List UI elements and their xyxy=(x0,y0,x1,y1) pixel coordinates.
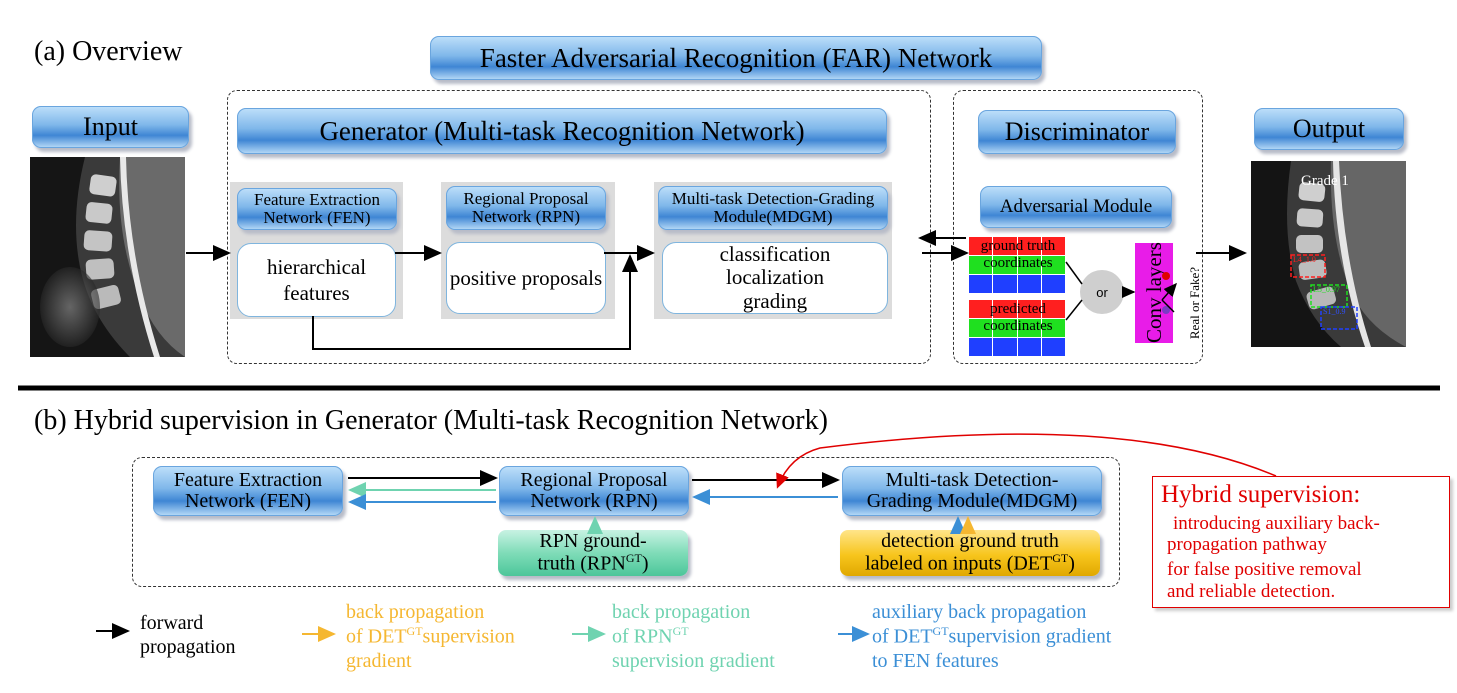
hybrid-fen-box: Feature Extraction Network (FEN) xyxy=(153,466,343,516)
fen-title: Feature Extraction Network (FEN) xyxy=(237,188,397,230)
real-dot xyxy=(1162,272,1170,280)
legend-aux-line2-wrap: of DETGTsupervision gradient xyxy=(872,624,1111,649)
hybrid-rpn-line1: Regional Proposal xyxy=(520,469,668,491)
hybrid-fen-line2: Network (FEN) xyxy=(184,490,312,512)
det-gt-end: ) xyxy=(1068,552,1075,575)
det-gt-box: detection ground truth labeled on inputs… xyxy=(840,530,1100,576)
rpn-content: positive proposals xyxy=(446,242,606,314)
input-title: Input xyxy=(32,106,189,148)
output-box-label-green: L5_0.97 xyxy=(1313,285,1340,294)
legend-rpn-line3: supervision gradient xyxy=(612,649,775,672)
legend-rpn-back: back propagation of RPNGT supervision gr… xyxy=(612,600,775,673)
legend-aux-sup: GT xyxy=(932,624,949,638)
legend-forward-line1: forward xyxy=(140,612,204,634)
rpn-gt-line2-wrap: truth (RPNGT) xyxy=(537,552,648,575)
legend-det-line2-wrap: of DETGTsupervision xyxy=(346,624,515,649)
legend-aux-line1: auxiliary back propagation xyxy=(872,601,1087,623)
rpn-gt-line1: RPN ground- xyxy=(539,530,647,553)
fake-dot xyxy=(1162,306,1170,314)
output-mri-image: Grade 1 L4_1.0 L5_0.97 S1_0.9 xyxy=(1251,161,1406,347)
legend-aux-back: auxiliary back propagation of DETGTsuper… xyxy=(872,600,1111,673)
hybrid-supervision-callout: Hybrid supervision: introducing auxiliar… xyxy=(1152,476,1450,608)
hybrid-mdgm-line2: Grading Module(MDGM) xyxy=(866,490,1078,512)
line-gt-to-or xyxy=(1065,261,1083,285)
mdgm-content-line3: grading xyxy=(742,288,808,313)
legend-aux-line2a: of DET xyxy=(872,625,933,648)
output-title: Output xyxy=(1254,108,1404,150)
output-grade-label: Grade 1 xyxy=(1301,173,1349,189)
rpn-gt-line2: truth (RPN xyxy=(537,552,626,575)
callout-line1: introducing auxiliary back- xyxy=(1173,513,1380,534)
legend-det-line2b: supervision xyxy=(422,625,515,648)
callout-title: Hybrid supervision: xyxy=(1161,481,1361,508)
legend-aux-line3: to FEN features xyxy=(872,649,999,672)
gt-coordinates-label-2: coordinates xyxy=(983,255,1053,271)
pred-coordinates-label-2: coordinates xyxy=(983,318,1053,334)
det-gt-line2: labeled on inputs (DET xyxy=(865,552,1053,575)
arrow-fen-skip-to-mdgm xyxy=(312,254,638,350)
callout-line4: and reliable detection. xyxy=(1167,581,1336,602)
rpn-gt-sup: GT xyxy=(625,551,642,566)
gt-coordinates-label-1: ground truth xyxy=(980,238,1056,254)
fen-content: hierarchical features xyxy=(237,243,396,317)
hybrid-frame xyxy=(132,457,1120,587)
line-pred-to-or xyxy=(1065,299,1083,321)
legend-forward-line2: propagation xyxy=(140,636,236,658)
hybrid-mdgm-box: Multi-task Detection- Grading Module(MDG… xyxy=(842,466,1102,516)
hybrid-fen-line1: Feature Extraction xyxy=(173,469,323,491)
callout-pointer xyxy=(776,433,1277,489)
pred-coordinates-grid xyxy=(969,300,1065,356)
legend-rpn-sup: GT xyxy=(672,624,689,638)
legend-rpn-line2a: of RPN xyxy=(612,625,673,648)
rpn-title: Regional Proposal Network (RPN) xyxy=(446,186,606,230)
section-a-title: (a) Overview xyxy=(34,36,183,67)
rpn-gt-box: RPN ground- truth (RPNGT) xyxy=(498,530,688,576)
input-mri-image xyxy=(30,157,185,357)
det-gt-line2-wrap: labeled on inputs (DETGT) xyxy=(865,552,1075,575)
legend-aux-line2b: supervision gradient xyxy=(948,625,1112,648)
rpn-gt-end: ) xyxy=(641,552,649,575)
gt-coordinates-grid xyxy=(969,237,1065,293)
legend-rpn-line1: back propagation xyxy=(612,601,751,623)
mdgm-title: Multi-task Detection-Grading Module(MDGM… xyxy=(658,186,888,230)
pred-coordinates-label-1: predicted xyxy=(990,301,1046,317)
hybrid-rpn-line2: Network (RPN) xyxy=(530,490,658,512)
output-box-label-red: L4_1.0 xyxy=(1293,255,1316,264)
generator-frame xyxy=(227,90,931,364)
legend-det-line1: back propagation xyxy=(346,601,485,623)
det-gt-line1: detection ground truth xyxy=(881,530,1059,553)
det-gt-sup: GT xyxy=(1052,551,1069,566)
discriminator-frame xyxy=(953,90,1203,364)
legend-det-line2a: of DET xyxy=(346,625,407,648)
arrow-conv-to-real xyxy=(1161,282,1177,301)
arrow-conv-to-fake xyxy=(1161,299,1175,313)
hybrid-mdgm-line1: Multi-task Detection- xyxy=(885,469,1059,491)
legend-rpn-line2-wrap: of RPNGT xyxy=(612,624,775,649)
mdgm-content-line2: localization xyxy=(726,265,824,290)
hybrid-rpn-box: Regional Proposal Network (RPN) xyxy=(499,466,689,516)
generator-title: Generator (Multi-task Recognition Networ… xyxy=(237,108,887,154)
section-b-title: (b) Hybrid supervision in Generator (Mul… xyxy=(34,405,828,436)
adversarial-module-title: Adversarial Module xyxy=(980,186,1172,228)
legend-forward: forward propagation xyxy=(140,611,236,659)
output-box-label-blue: S1_0.9 xyxy=(1323,307,1346,316)
legend-det-sup: GT xyxy=(406,624,423,638)
callout-line2: propagation pathway xyxy=(1167,534,1327,555)
or-node: or xyxy=(1080,270,1124,314)
callout-line3: for false positive removal xyxy=(1167,559,1362,580)
mdgm-content: classification localization grading xyxy=(662,242,888,314)
legend-det-back: back propagation of DETGTsupervision gra… xyxy=(346,600,515,673)
legend-det-line3: gradient xyxy=(346,649,412,672)
discriminator-title: Discriminator xyxy=(978,110,1176,154)
far-title-banner: Faster Adversarial Recognition (FAR) Net… xyxy=(430,36,1042,80)
mdgm-content-line1: classification xyxy=(719,242,831,267)
